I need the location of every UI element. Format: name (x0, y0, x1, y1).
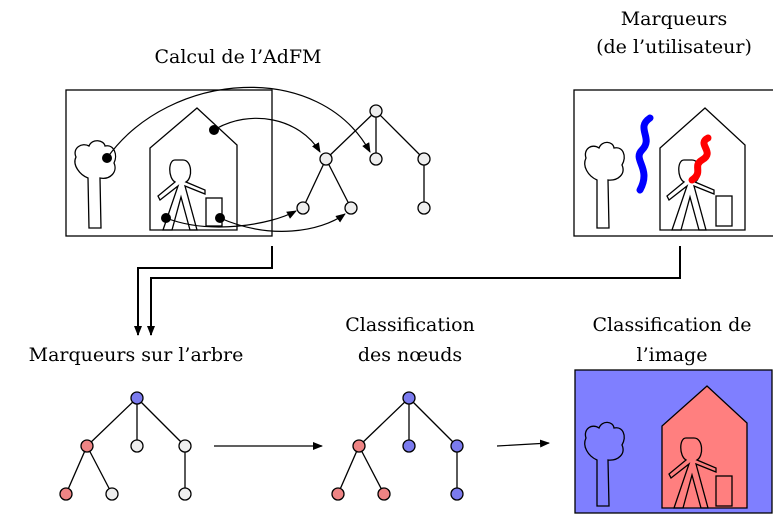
tree-drawing (74, 140, 117, 229)
tree-node (450, 439, 464, 453)
input-image-frame (65, 89, 273, 237)
markers-tree-drawing (584, 141, 625, 229)
image-classification-title-line2: l’image (636, 344, 708, 366)
blue-marker-stroke (635, 114, 654, 194)
sample-pixel (161, 213, 171, 223)
msf-node (296, 201, 310, 215)
markers-on-tree-title: Marqueurs sur l’arbre (28, 344, 244, 366)
tree-node (402, 391, 416, 405)
sample-pixel (209, 125, 219, 135)
compute-msf-title: Calcul de l’AdFM (154, 46, 322, 68)
tree-node (130, 439, 144, 453)
classified-image-panel (574, 369, 773, 514)
tree-node (352, 439, 366, 453)
tree-node (80, 439, 94, 453)
sample-pixels (102, 125, 225, 223)
tree-node (331, 487, 345, 501)
msf-node (369, 104, 383, 118)
pixel-to-node-arrows (106, 86, 371, 232)
tree-node (402, 439, 416, 453)
classified-house (661, 385, 748, 509)
markers-image-panel (573, 89, 773, 237)
arrow-to-image-classification (496, 439, 550, 448)
msf-node (417, 152, 431, 166)
user-markers-title-line2: (de l’utilisateur) (596, 36, 752, 58)
msf-node (344, 201, 358, 215)
tree-node (178, 439, 192, 453)
msf-node (369, 152, 383, 166)
sample-pixel (215, 213, 225, 223)
image-classification-title-line1: Classification de (592, 314, 752, 336)
markers-image-frame (573, 89, 773, 237)
markers-on-tree (59, 391, 192, 501)
tree-node (450, 487, 464, 501)
msf-node (417, 201, 431, 215)
user-markers-title-line1: Marqueurs (620, 8, 728, 30)
sample-pixel (102, 153, 112, 163)
classified-tree-drawing (584, 421, 625, 507)
node-classification-title-line2: des nœuds (357, 344, 463, 366)
tree-node (178, 487, 192, 501)
flow-arrows (134, 246, 681, 336)
node-classification-title-line1: Classification (345, 314, 475, 336)
red-marker-stroke (688, 134, 712, 184)
input-image-panel (65, 89, 273, 237)
tree-node (130, 391, 144, 405)
classified-tree (331, 391, 464, 501)
tree-node (377, 487, 391, 501)
tree-node (105, 487, 119, 501)
msf-node (319, 152, 333, 166)
house-drawing (149, 107, 238, 231)
msf-tree (296, 104, 431, 215)
markers-house-drawing (659, 107, 746, 231)
tree-node (59, 487, 73, 501)
